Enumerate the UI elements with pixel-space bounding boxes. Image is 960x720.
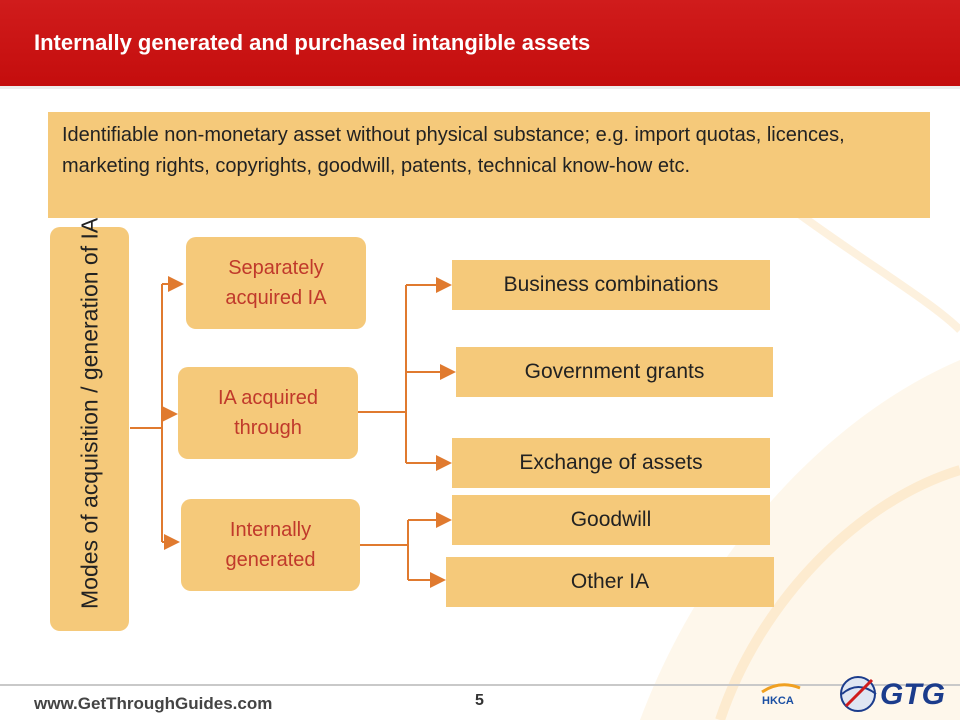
footer-website-link[interactable]: www.GetThroughGuides.com — [34, 694, 273, 713]
definition-box: Identifiable non-monetary asset without … — [48, 112, 930, 218]
node-exchange-of-assets-label: Exchange of assets — [519, 451, 703, 474]
title-bar — [0, 0, 960, 86]
node-business-combinations-label: Business combinations — [503, 273, 719, 296]
node-goodwill: Goodwill — [452, 495, 770, 545]
node-business-combinations: Business combinations — [452, 260, 770, 310]
root-node — [50, 227, 129, 631]
hkca-logo-icon: HKCA — [761, 683, 801, 707]
hkca-logo-text: HKCA — [762, 695, 794, 707]
slide-title: Internally generated and purchased intan… — [34, 30, 591, 55]
node-government-grants-label: Government grants — [524, 360, 705, 383]
root-label: Modes of acquisition / generation of IA — [76, 217, 103, 609]
gtg-logo — [836, 670, 956, 718]
definition-text: Identifiable non-monetary asset without … — [62, 124, 845, 177]
node-ia-acquired-through-label: IA acquired through — [217, 387, 319, 439]
hkca-logo: HKCA — [760, 680, 820, 714]
node-internally-generated: Internally generated — [181, 499, 360, 591]
node-ia-acquired-through: IA acquired through — [178, 367, 358, 459]
node-separately-acquired: Separately acquired IA — [186, 237, 366, 329]
title-bar-rule — [0, 86, 960, 89]
node-government-grants: Government grants — [456, 347, 773, 397]
gtg-globe-icon — [840, 676, 877, 712]
node-internally-generated-label: Internally generated — [225, 519, 316, 571]
node-goodwill-label: Goodwill — [570, 508, 652, 531]
node-other-ia-label: Other IA — [570, 570, 650, 593]
gtg-logo-text: GTG — [880, 678, 945, 711]
node-separately-acquired-label: Separately acquired IA — [225, 257, 327, 309]
node-exchange-of-assets: Exchange of assets — [452, 438, 770, 488]
node-other-ia: Other IA — [446, 557, 774, 607]
footer-divider — [0, 684, 960, 686]
page-number: 5 — [475, 692, 484, 709]
